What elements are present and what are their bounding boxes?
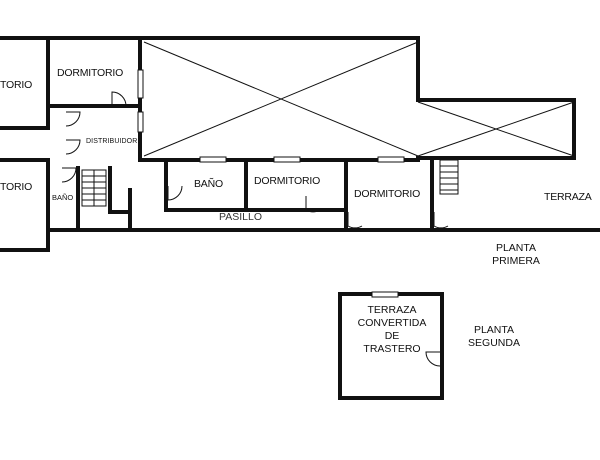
stairs-right	[439, 159, 459, 195]
room-label-line: CONVERTIDA	[357, 317, 427, 329]
room-label-bano-small: BAÑO	[52, 193, 74, 202]
level-label-line: PRIMERA	[492, 255, 540, 267]
watermark	[90, 196, 105, 235]
room-label-dormitorio-right: DORMITORIO	[354, 188, 421, 200]
open-void-area	[143, 41, 575, 157]
room-label-terraza-convertida: TERRAZA CONVERTIDA DE TRASTERO	[352, 304, 432, 356]
level-label-line: PLANTA	[473, 324, 515, 336]
level-label-planta-primera: PLANTA PRIMERA	[488, 242, 544, 268]
windows	[137, 69, 405, 163]
level-label-line: SEGUNDA	[468, 337, 520, 349]
room-label-line: TERRAZA	[367, 304, 417, 316]
second-floor-door	[425, 351, 441, 367]
doors	[61, 91, 449, 229]
room-label-line: DE	[384, 330, 400, 342]
second-floor-window	[371, 291, 399, 298]
stairs-first-floor	[81, 169, 107, 207]
room-label-torio-bottom: TORIO	[0, 181, 33, 193]
room-label-torio-top: TORIO	[0, 79, 33, 91]
level-label-line: PLANTA	[495, 242, 537, 254]
room-label-line: TRASTERO	[363, 343, 421, 355]
level-label-planta-segunda: PLANTA SEGUNDA	[464, 324, 524, 350]
room-label-pasillo: PASILLO	[219, 211, 262, 223]
room-label-distribuidor: DISTRIBUIDOR	[86, 138, 138, 145]
room-label-dormitorio-middle: DORMITORIO	[254, 175, 321, 187]
room-label-terraza: TERRAZA	[544, 191, 592, 203]
room-label-bano: BAÑO	[194, 178, 223, 190]
room-label-dormitorio-top: DORMITORIO	[57, 67, 124, 79]
